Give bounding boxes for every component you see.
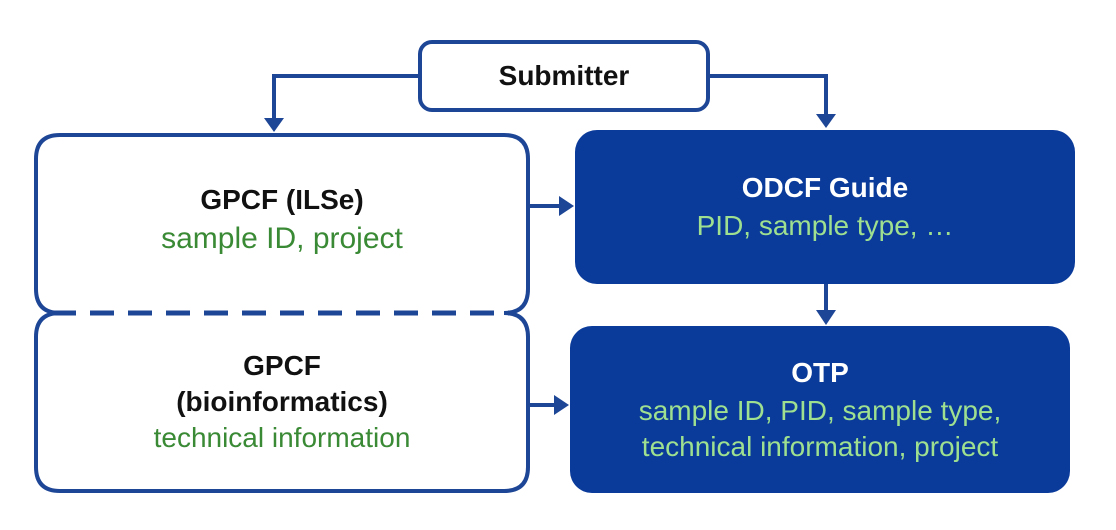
odcf-guide-fields: PID, sample type, … bbox=[696, 210, 954, 241]
otp-fields-line2: technical information, project bbox=[641, 430, 999, 462]
arrow-submitter-to-gpcf-ilse bbox=[272, 74, 418, 118]
arrowhead-submitter-to-odcf-guide bbox=[816, 114, 836, 128]
gpcf-bioinformatics-node: GPCF (bioinformatics) technical informat… bbox=[36, 313, 528, 491]
submitter-node: Submitter bbox=[418, 40, 710, 112]
odcf-guide-node: ODCF Guide PID, sample type, … bbox=[575, 130, 1075, 284]
arrow-submitter-to-odcf-guide bbox=[710, 74, 828, 114]
arrowhead-odcf-guide-to-otp bbox=[816, 310, 836, 325]
arrowhead-gpcf-bioinformatics-to-otp bbox=[554, 395, 569, 415]
gpcf-ilse-outline bbox=[34, 133, 530, 315]
gpcf-ilse-node: GPCF (ILSe) sample ID, project bbox=[36, 135, 528, 313]
submitter-label: Submitter bbox=[498, 60, 630, 91]
arrowhead-submitter-to-gpcf-ilse bbox=[264, 118, 284, 132]
gpcf-ilse-fields: sample ID, project bbox=[161, 222, 403, 255]
gpcf-bioinformatics-title-line2: (bioinformatics) bbox=[176, 386, 388, 417]
otp-node: OTP sample ID, PID, sample type, technic… bbox=[570, 326, 1070, 493]
gpcf-bioinformatics-outline bbox=[34, 311, 530, 493]
otp-title: OTP bbox=[791, 356, 849, 388]
odcf-guide-title: ODCF Guide bbox=[741, 172, 909, 203]
arrowhead-gpcf-ilse-to-odcf-guide bbox=[559, 196, 574, 216]
gpcf-bioinformatics-title-line1: GPCF bbox=[243, 350, 321, 381]
gpcf-ilse-title: GPCF (ILSe) bbox=[200, 184, 364, 215]
gpcf-bioinformatics-fields: technical information bbox=[153, 422, 411, 453]
otp-fields-line1: sample ID, PID, sample type, bbox=[638, 394, 1002, 426]
